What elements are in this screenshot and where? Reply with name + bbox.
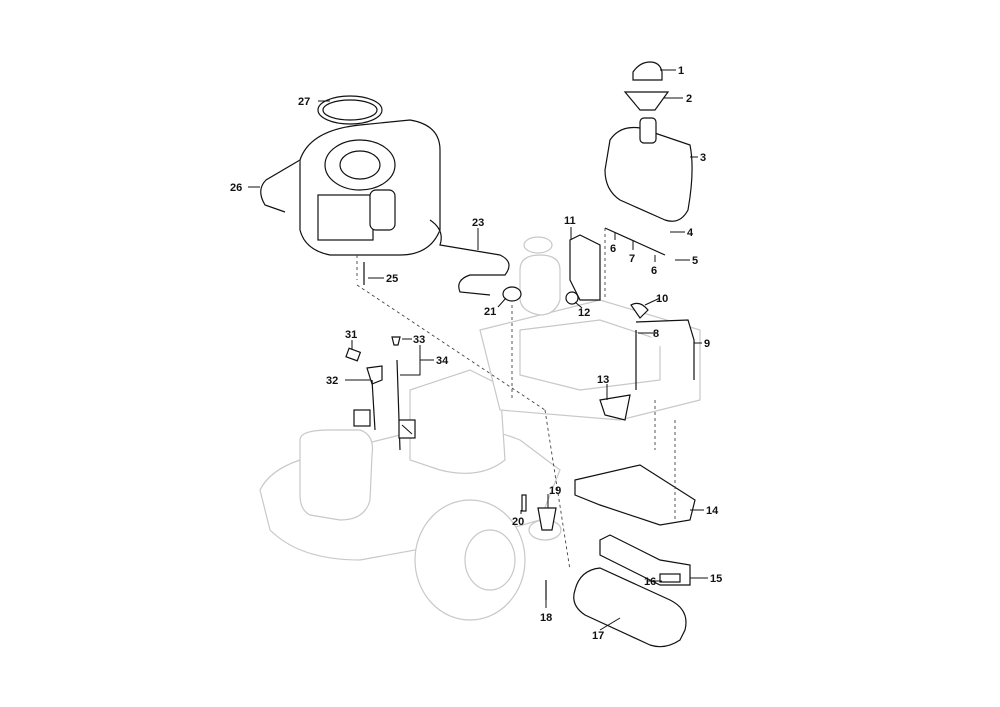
bracket-15 <box>599 534 691 586</box>
callout-27: 27 <box>298 96 310 108</box>
callout-10: 10 <box>656 293 668 305</box>
engine <box>260 95 441 285</box>
heat-shield-14 <box>574 464 696 526</box>
callout-25: 25 <box>386 273 398 285</box>
callout-6a: 6 <box>610 243 616 255</box>
callout-18: 18 <box>540 612 552 624</box>
callout-12: 12 <box>578 307 590 319</box>
muffler-17 <box>573 567 687 648</box>
hose-23 <box>429 219 510 296</box>
callout-11: 11 <box>564 215 576 227</box>
callout-21: 21 <box>484 306 496 318</box>
bracket-11 <box>569 234 601 301</box>
choke-decal-icon <box>353 409 371 427</box>
fuel-filter-funnel <box>623 91 670 111</box>
callout-17: 17 <box>592 630 604 642</box>
knob-33 <box>391 336 401 346</box>
fuel-cap <box>632 61 663 81</box>
callout-23: 23 <box>472 217 484 229</box>
callout-1: 1 <box>678 65 684 77</box>
fuel-tank <box>604 126 693 222</box>
callout-26: 26 <box>230 182 242 194</box>
callout-9: 9 <box>704 338 710 350</box>
callout-2: 2 <box>686 93 692 105</box>
callout-32: 32 <box>326 375 338 387</box>
clamp-16 <box>659 573 681 583</box>
leader-lines <box>248 69 708 631</box>
control-group <box>345 336 416 451</box>
shield-13 <box>599 394 631 421</box>
callout-13: 13 <box>597 374 609 386</box>
callout-3: 3 <box>700 152 706 164</box>
grommet-12 <box>565 291 579 305</box>
callout-31: 31 <box>345 329 357 341</box>
fuel-line-9 <box>635 319 695 380</box>
callout-33: 33 <box>413 334 425 346</box>
lever-32 <box>366 365 383 385</box>
spring-31 <box>345 347 362 362</box>
callout-7: 7 <box>629 253 635 265</box>
callout-5: 5 <box>692 255 698 267</box>
callout-20: 20 <box>512 516 524 528</box>
clip-10 <box>630 302 649 319</box>
fuel-tank-group <box>565 61 695 450</box>
callout-8: 8 <box>653 328 659 340</box>
oil-drain-19 <box>537 507 557 531</box>
pin-20 <box>521 494 527 512</box>
callout-15: 15 <box>710 573 722 585</box>
clamp-21 <box>502 286 522 302</box>
callout-14: 14 <box>706 505 719 517</box>
exhaust-group <box>521 420 696 648</box>
callout-labels: 1 2 3 4 5 6 7 6 11 12 10 8 9 13 14 15 16… <box>230 65 722 642</box>
callout-19: 19 <box>549 485 561 497</box>
callout-6b: 6 <box>651 265 657 277</box>
callout-4: 4 <box>687 227 694 239</box>
callout-34: 34 <box>436 355 449 367</box>
callout-16: 16 <box>644 576 656 588</box>
